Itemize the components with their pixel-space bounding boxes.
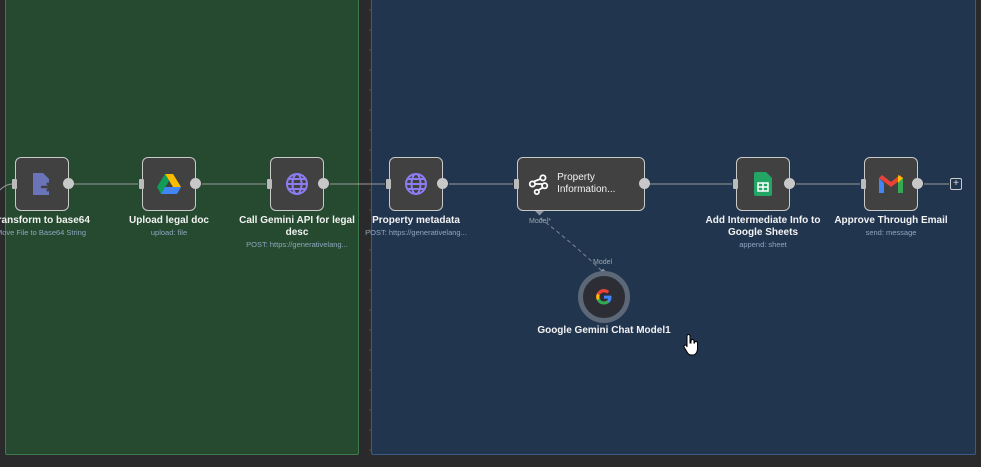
google-g-icon — [596, 288, 612, 305]
model-port-label: Model* — [529, 218, 551, 225]
globe-icon — [286, 173, 308, 195]
node-upload-legal-doc[interactable] — [139, 157, 201, 211]
hand-cursor-icon — [683, 334, 698, 356]
node-property-metadata[interactable] — [386, 157, 448, 211]
node-transform-to-base64[interactable] — [12, 157, 74, 211]
google-drive-icon — [157, 174, 181, 194]
node-google-gemini-chat-model[interactable] — [578, 271, 630, 323]
output-handle[interactable] — [63, 178, 74, 189]
output-handle[interactable] — [784, 178, 795, 189]
output-handle[interactable] — [639, 178, 650, 189]
output-handle[interactable] — [912, 178, 923, 189]
node-label: Google Gemini Chat Model1 — [537, 325, 671, 336]
node-label: Property Information... — [557, 172, 616, 195]
model-input-label: Model — [593, 259, 613, 266]
file-convert-icon — [33, 173, 53, 195]
node-property-information-agent[interactable]: Property Information... — [514, 157, 650, 211]
globe-icon — [405, 173, 427, 195]
node-call-gemini-api[interactable] — [267, 157, 329, 211]
agent-icon — [528, 174, 549, 195]
model-connection[interactable] — [539, 217, 604, 273]
output-handle[interactable] — [318, 178, 329, 189]
sticky-note-green[interactable] — [5, 0, 359, 455]
node-approve-through-email[interactable] — [861, 157, 923, 211]
add-node-button[interactable]: + — [950, 178, 962, 190]
output-handle[interactable] — [437, 178, 448, 189]
gmail-icon — [879, 175, 903, 193]
output-handle[interactable] — [190, 178, 201, 189]
sticky-note-blue[interactable] — [371, 0, 976, 455]
node-add-to-google-sheets[interactable] — [733, 157, 795, 211]
google-sheets-icon — [754, 172, 772, 196]
